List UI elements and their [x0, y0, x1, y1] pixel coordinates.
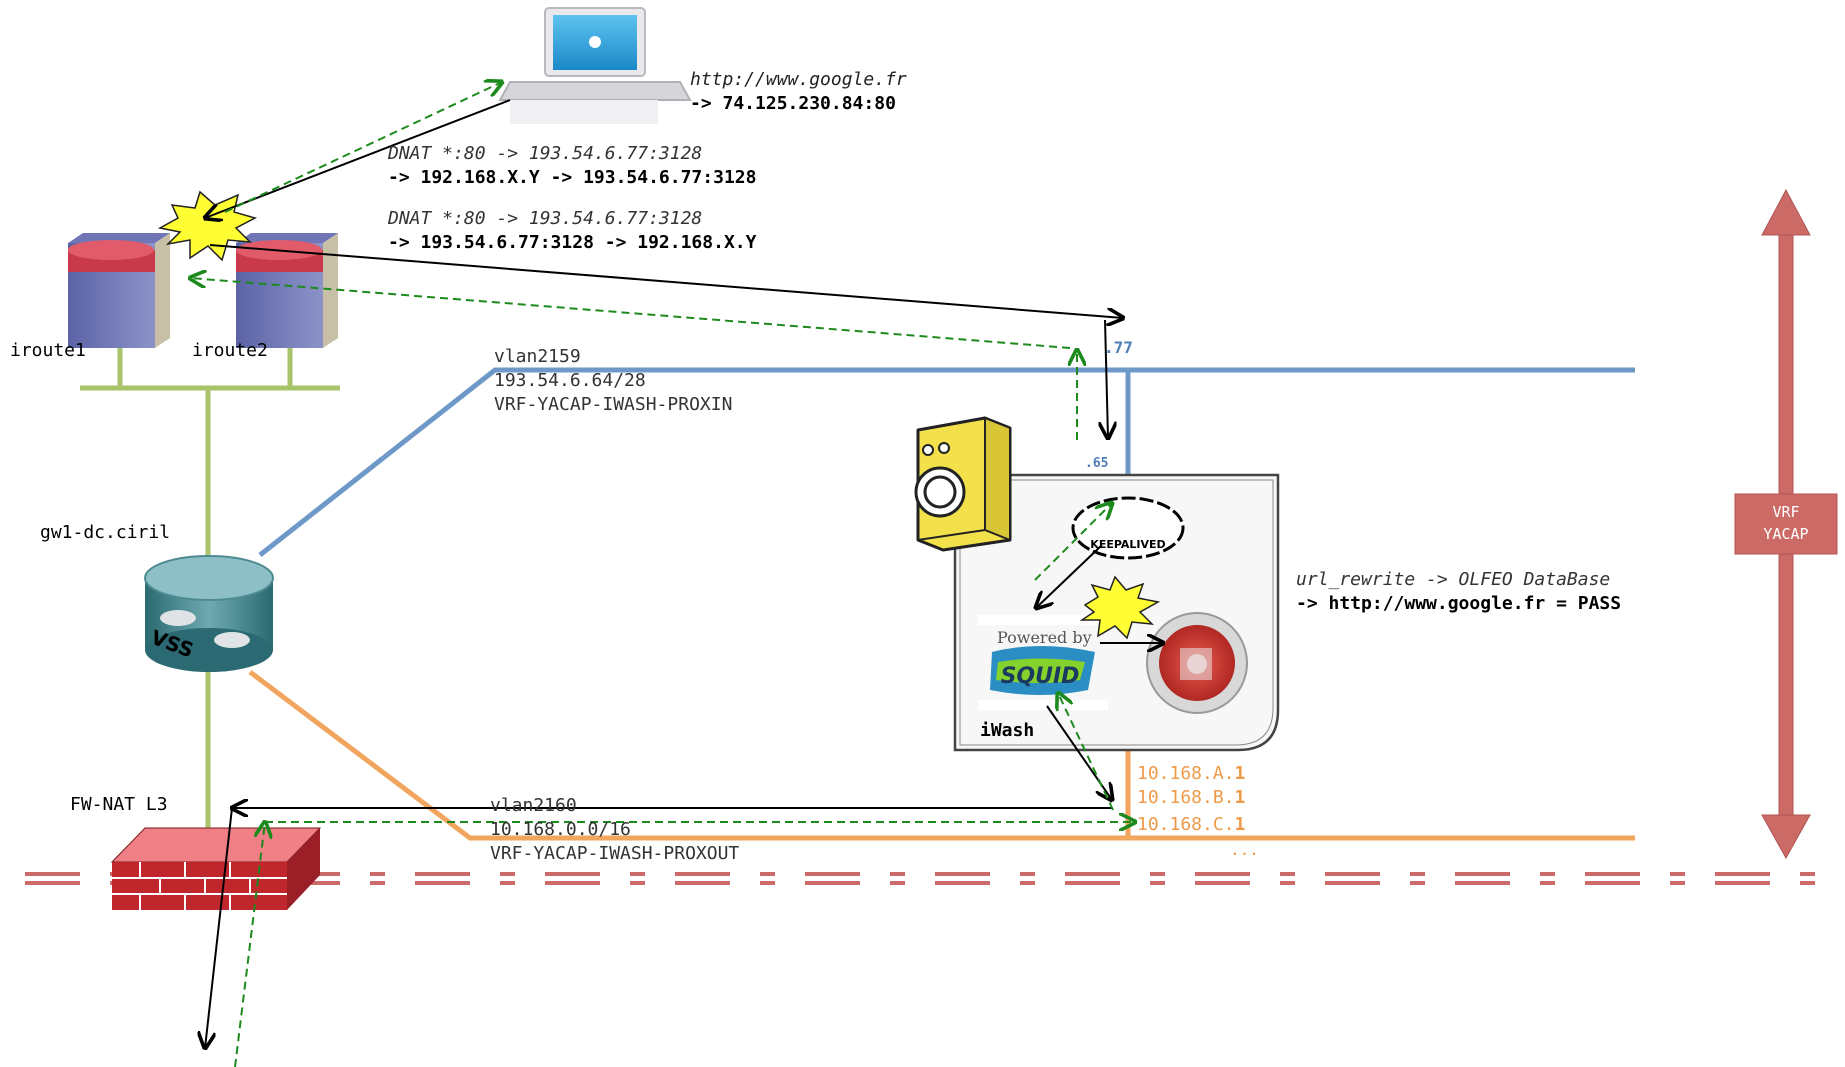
vlan-out-more: ...	[1230, 840, 1259, 859]
vlan-out-subnet: 10.168.0.0/16	[490, 819, 631, 840]
nat-translation-2: -> 193.54.6.77:3128 -> 192.168.X.Y	[388, 232, 757, 253]
green-links	[80, 345, 340, 830]
ip-a-prefix: 10.168.A.	[1137, 763, 1235, 784]
vlan-out-ip-b: 10.168.B.1	[1137, 787, 1245, 808]
url-rewrite-result: -> http://www.google.fr = PASS	[1296, 593, 1621, 614]
nat-rule-2: DNAT *:80 -> 193.54.6.77:3128	[387, 208, 702, 229]
client-request-dest: -> 74.125.230.84:80	[690, 93, 896, 114]
router-iroute2-icon	[236, 233, 338, 348]
vss-switch-icon	[144, 555, 274, 672]
firewall-icon	[110, 827, 322, 910]
powered-by-label: Powered by	[997, 628, 1092, 647]
vlan-in-ip-77: .77	[1104, 338, 1133, 357]
rewrite-burst-icon	[1079, 575, 1161, 640]
vlan-out-ip-c: 10.168.C.1	[1137, 814, 1245, 835]
router-label-iroute2: iroute2	[192, 340, 268, 361]
vrf-label-line2: YACAP	[1763, 525, 1808, 543]
vrf-yacap-span-arrow	[1734, 188, 1838, 860]
ip-c-suffix: 1	[1235, 814, 1246, 835]
iwash-label: iWash	[980, 720, 1034, 741]
ip-c-prefix: 10.168.C.	[1137, 814, 1235, 835]
vlan-out-vrf: VRF-YACAP-IWASH-PROXOUT	[490, 843, 739, 864]
url-rewrite-rule: url_rewrite -> OLFEO DataBase	[1296, 569, 1610, 590]
ip-b-suffix: 1	[1235, 787, 1246, 808]
vlan-in-vrf: VRF-YACAP-IWASH-PROXIN	[494, 394, 732, 415]
router-iroute1-icon	[68, 233, 170, 348]
vrf-label-line1: VRF	[1772, 503, 1799, 521]
vrf-boundary-dashed-line	[25, 872, 1845, 885]
vlan-in-id: vlan2159	[494, 346, 581, 367]
nat-rule-1: DNAT *:80 -> 193.54.6.77:3128	[387, 143, 702, 164]
vlan2159-line	[258, 367, 1635, 557]
ip-a-suffix: 1	[1235, 763, 1246, 784]
gateway-label: gw1-dc.ciril	[40, 522, 170, 543]
ip-b-prefix: 10.168.B.	[1137, 787, 1235, 808]
firewall-label: FW-NAT L3	[70, 794, 168, 815]
router-label-iroute1: iroute1	[10, 340, 86, 361]
keepalived-label: KEEPALIVED	[1090, 538, 1165, 551]
response-flow-arrows	[190, 82, 1135, 1067]
vlan2160-line	[248, 670, 1635, 841]
client-request-url: http://www.google.fr	[690, 69, 907, 90]
squid-logo-icon	[990, 646, 1095, 695]
vlan-out-id: vlan2160	[490, 795, 577, 816]
nat-translation-1: -> 192.168.X.Y -> 193.54.6.77:3128	[388, 167, 756, 188]
washing-machine-icon	[914, 416, 1012, 552]
vlan-out-ip-a: 10.168.A.1	[1137, 763, 1245, 784]
vlan-in-subnet: 193.54.6.64/28	[494, 370, 646, 391]
squid-label: SQUID	[1001, 664, 1080, 689]
vlan-in-ip-65: .65	[1085, 456, 1108, 471]
olfeo-filter-icon	[1146, 612, 1248, 714]
laptop-icon	[498, 7, 692, 124]
